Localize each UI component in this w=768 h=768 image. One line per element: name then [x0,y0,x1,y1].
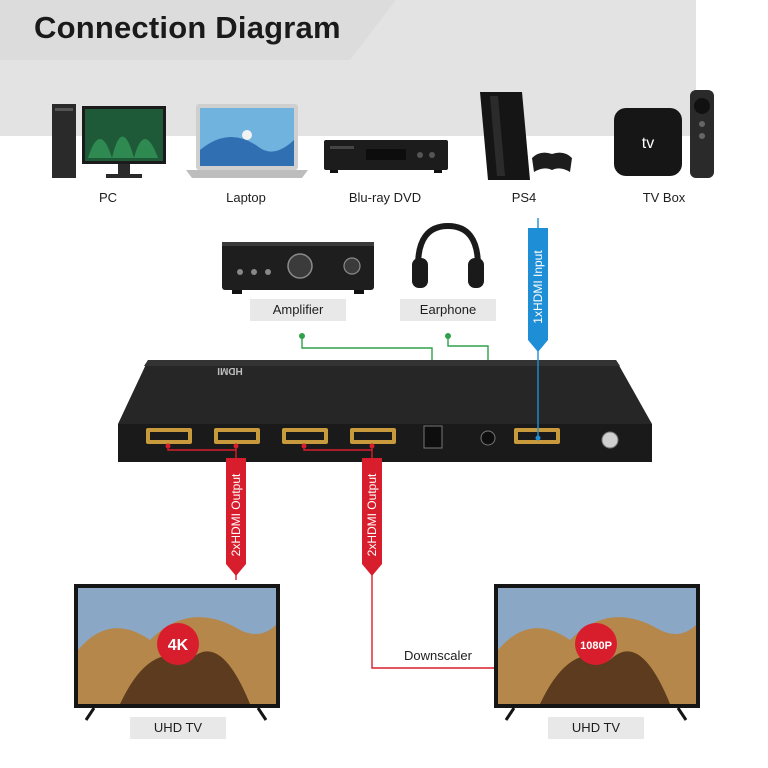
audio-label-earphone: Earphone [400,299,496,321]
tv-label-2: UHD TV [548,717,644,739]
output-cable-label-2: 2xHDMI Output [365,473,379,557]
audio-jack-port [480,430,496,446]
input-cable-tag [528,228,548,352]
power-port [601,431,619,449]
page-title: Connection Diagram [34,10,341,45]
amplifier-icon [222,242,374,294]
tv-box-icon: tv [614,90,714,178]
bluray-player-icon [324,140,448,173]
uhd-tv-4k: 4K [74,584,280,721]
source-label-bluray: Blu-ray DVD [336,187,434,209]
input-cable-label: 1xHDMI Input [531,250,545,324]
title-banner [0,0,396,60]
hdmi-output-port [214,428,260,444]
hdmi-output-port [350,428,396,444]
source-label-tvbox: TV Box [616,187,712,209]
tv-box-logo: tv [642,135,654,152]
audio-label-amplifier: Amplifier [250,299,346,321]
tv-label-1: UHD TV [130,717,226,739]
hdmi-output-port [146,428,192,444]
pc-monitor-icon [52,104,166,178]
output-cable-tag-1 [226,458,246,576]
headphones-icon [412,222,484,288]
source-label-pc: PC [60,187,156,209]
hdmi-output-port [282,428,328,444]
output-cable-tag-2 [362,458,382,576]
hdmi-splitter: HDMI [118,360,652,462]
output-cable-label-1: 2xHDMI Output [229,473,243,557]
ps4-console-icon [480,92,572,180]
uhd-tv-1080p: 1080P [494,584,700,721]
downscaler-label: Downscaler [404,648,472,663]
source-label-laptop: Laptop [198,187,294,209]
laptop-icon [186,104,308,178]
tv-badge-4k: 4K [168,637,189,654]
optical-audio-port [423,425,443,449]
source-label-ps4: PS4 [476,187,572,209]
splitter-logo: HDMI [217,365,243,376]
tv-badge-1080p: 1080P [580,640,612,652]
